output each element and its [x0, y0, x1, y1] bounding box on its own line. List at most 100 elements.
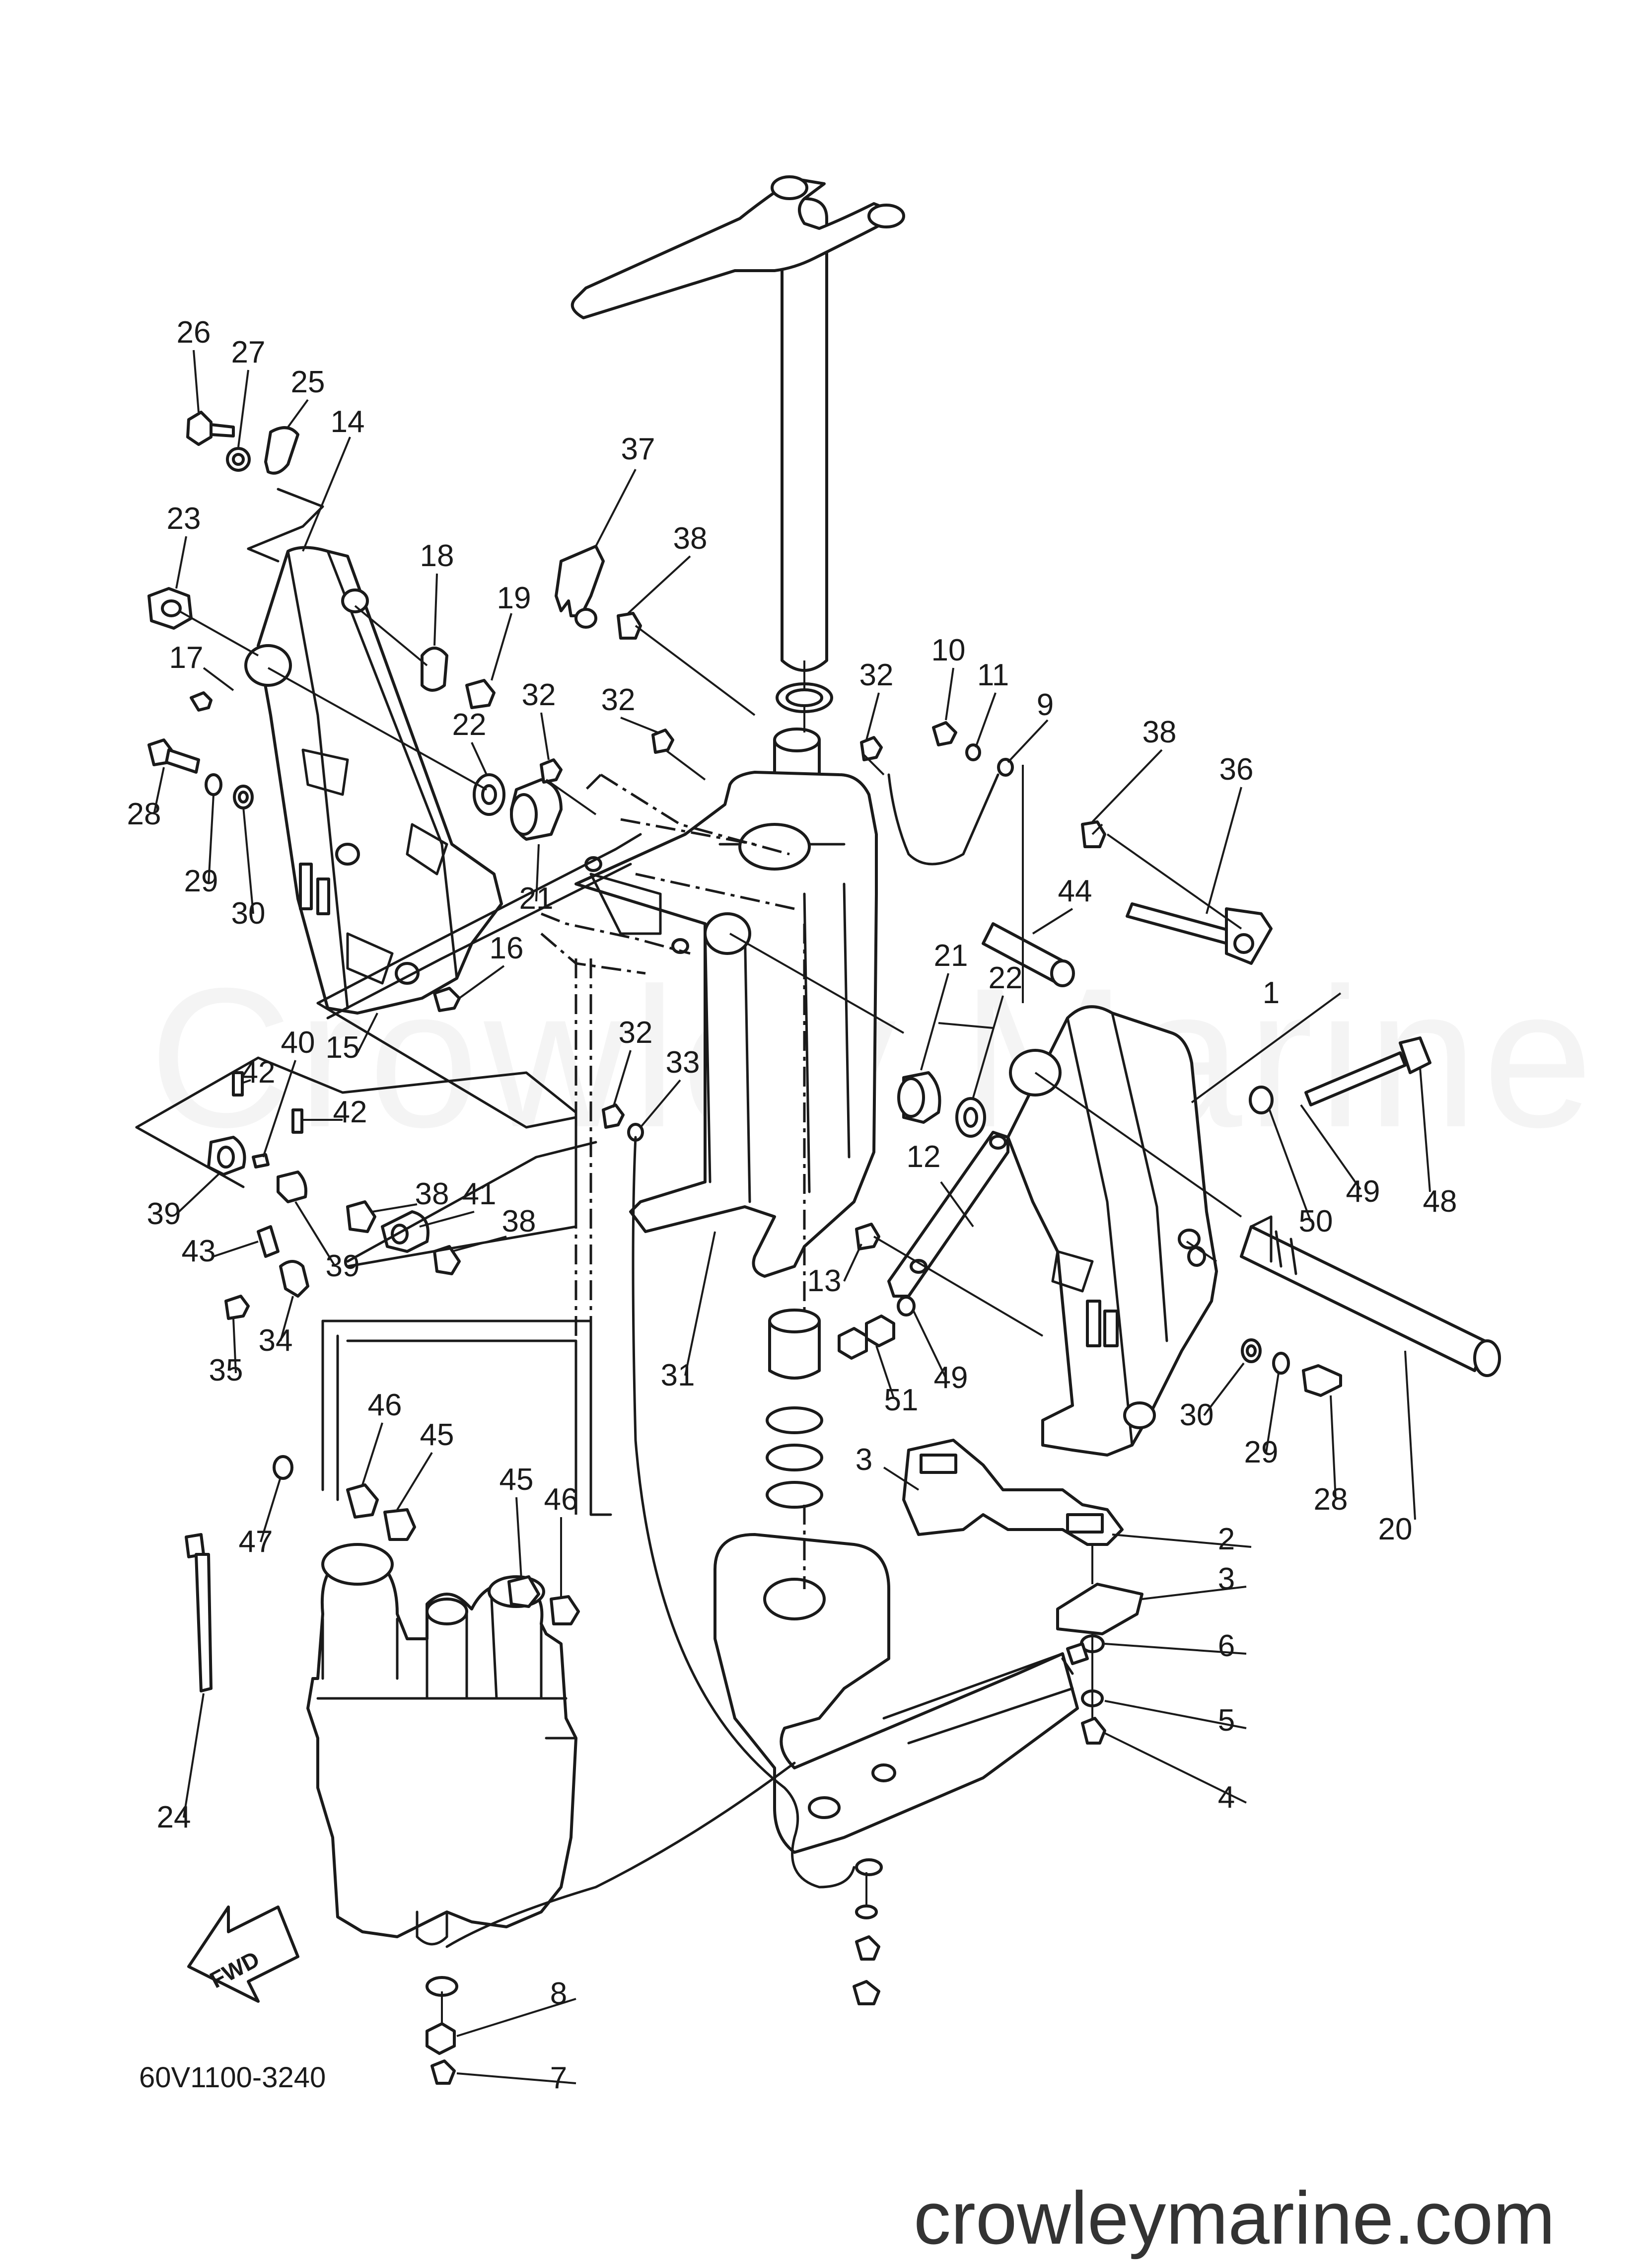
callout-number: 48: [1423, 1184, 1457, 1219]
callout-number: 13: [807, 1264, 842, 1298]
stopper-arm: [555, 545, 605, 629]
callout-3: 3: [1142, 1562, 1247, 1600]
callout-4: 4: [1104, 1732, 1247, 1815]
callout-number: 40: [281, 1025, 315, 1060]
callout-10: 10: [931, 633, 966, 721]
callout-number: 38: [673, 521, 708, 556]
callout-leader: [203, 667, 234, 691]
callout-2: 2: [1112, 1522, 1252, 1556]
callout-leader: [287, 399, 309, 428]
callout-leader: [684, 1231, 716, 1376]
callout-number: 3: [1218, 1562, 1235, 1596]
callout-number: 6: [1218, 1629, 1235, 1663]
callout-leader: [280, 1296, 294, 1341]
callout-number: 9: [1037, 688, 1054, 722]
callout-leader: [213, 1241, 259, 1257]
callout-number: 19: [497, 581, 531, 615]
callout-47: 47: [239, 1477, 282, 1559]
callout-leader: [419, 1211, 475, 1228]
callout-8: 8: [456, 1976, 576, 2037]
callout-leader: [433, 573, 438, 646]
callout-3: 3: [856, 1443, 920, 1491]
callout-14: 14: [302, 405, 365, 552]
left-clamp-bracket: [244, 546, 503, 1015]
rod-36: [1126, 902, 1273, 965]
callout-leader: [1091, 749, 1163, 823]
callout-leader: [1404, 1350, 1416, 1520]
callout-50: 50: [1268, 1107, 1333, 1239]
lower-mount: [714, 1533, 1079, 1854]
callout-13: 13: [807, 1244, 862, 1298]
callout-leader: [913, 1311, 947, 1379]
callout-leader: [232, 1318, 237, 1374]
dashed-assembly-lines: [540, 773, 806, 1589]
callout-leader: [620, 717, 658, 733]
callout-leader: [242, 806, 254, 914]
cross-plate: [902, 1439, 1124, 1546]
callout-6: 6: [1104, 1629, 1247, 1663]
callout-24: 24: [157, 1693, 205, 1834]
callout-number: 49: [934, 1361, 968, 1395]
callout-17: 17: [169, 641, 234, 691]
callout-number: 8: [550, 1976, 567, 2011]
callout-leader: [975, 692, 997, 748]
callout-number: 15: [326, 1030, 360, 1065]
callout-36: 36: [1206, 752, 1253, 914]
callout-number: 35: [209, 1353, 243, 1388]
callout-38: 38: [627, 521, 708, 614]
callout-layer: 1233456789101112131415161718192021212222…: [127, 315, 1457, 2095]
callout-45: 45: [500, 1463, 533, 1580]
callout-49: 49: [1300, 1104, 1380, 1209]
callout-leader: [1330, 1395, 1337, 1500]
callout-44: 44: [1032, 874, 1092, 935]
assembly-lines: [178, 605, 1242, 2024]
callout-number: 46: [368, 1388, 402, 1422]
callout-37: 37: [595, 432, 655, 547]
callout-leader: [183, 1693, 205, 1818]
callout-number: 16: [490, 931, 524, 965]
callout-25: 25: [287, 365, 325, 428]
callout-leader: [396, 1452, 433, 1511]
through-tube: [1240, 1215, 1501, 1377]
callout-number: 25: [291, 365, 325, 399]
callout-number: 14: [331, 405, 365, 439]
callout-number: 10: [931, 633, 966, 667]
callout-38: 38: [1091, 715, 1176, 823]
callout-leader: [458, 965, 505, 999]
callout-number: 32: [601, 683, 636, 717]
callout-leader: [1007, 719, 1049, 763]
callout-16: 16: [458, 931, 524, 999]
callout-30: 30: [1180, 1362, 1245, 1432]
callout-32: 32: [522, 678, 556, 760]
callout-number: 29: [1244, 1435, 1279, 1469]
fwd-arrow: FWD: [187, 1905, 299, 2003]
callout-leader: [883, 1466, 920, 1491]
callout-number: 51: [884, 1383, 919, 1417]
plate-12: [887, 1131, 1009, 1298]
callout-leader: [456, 2072, 576, 2084]
diagram-code: 60V1100-3240: [139, 2061, 326, 2094]
callout-number: 4: [1218, 1780, 1235, 1815]
callout-number: 31: [661, 1358, 695, 1392]
pin-44: [982, 922, 1075, 987]
steering-arm: [571, 175, 905, 672]
callout-number: 7: [550, 2061, 567, 2095]
callout-number: 21: [519, 881, 554, 916]
callout-18: 18: [420, 539, 454, 646]
callout-number: 29: [184, 864, 218, 898]
callout-22: 22: [452, 708, 488, 775]
callout-5: 5: [1104, 1700, 1247, 1738]
callout-number: 2: [1218, 1522, 1235, 1556]
callout-number: 12: [907, 1140, 941, 1174]
callout-leader: [1300, 1104, 1361, 1190]
callout-21: 21: [920, 939, 968, 1071]
callout-number: 20: [1378, 1512, 1413, 1546]
callout-7: 7: [456, 2061, 576, 2095]
callout-number: 32: [619, 1016, 653, 1050]
callout-leader: [260, 1477, 282, 1542]
callout-49: 49: [913, 1311, 968, 1395]
callout-leader: [1142, 1586, 1247, 1600]
callout-27: 27: [231, 335, 265, 447]
callout-number: 49: [1346, 1174, 1380, 1209]
